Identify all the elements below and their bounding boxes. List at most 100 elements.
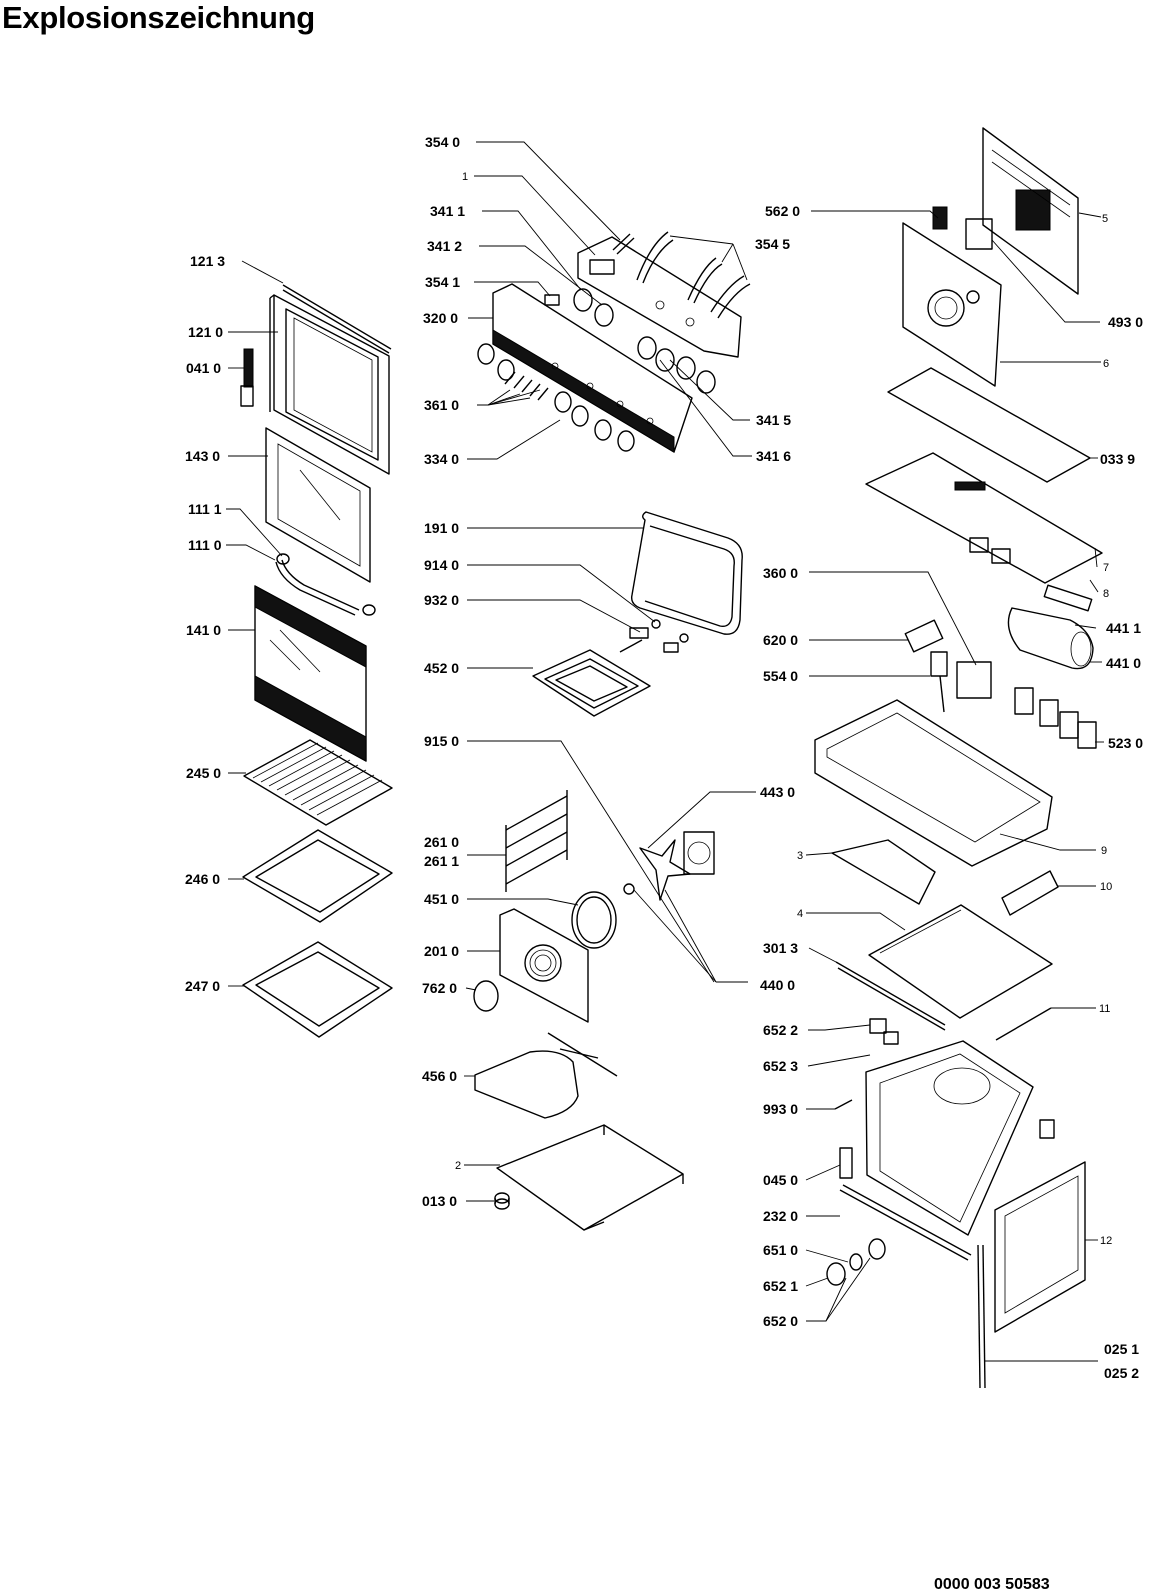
- side-panel: [994, 1161, 1086, 1333]
- callout-201-0: 201 0: [424, 943, 459, 959]
- callout-562-0: 562 0: [765, 203, 800, 219]
- callout-4: 4: [797, 908, 803, 920]
- knob-seal-rings: [573, 288, 716, 394]
- callout-341-1: 341 1: [430, 203, 465, 219]
- callout-341-2: 341 2: [427, 238, 462, 254]
- control-housing: [814, 699, 1053, 867]
- callout-652-1: 652 1: [763, 1278, 798, 1294]
- callout-652-2: 652 2: [763, 1022, 798, 1038]
- control-panel-board: [577, 236, 742, 358]
- callout-493-0: 493 0: [1108, 314, 1143, 330]
- callout-360-0: 360 0: [763, 565, 798, 581]
- lower-element: [474, 1032, 618, 1119]
- control-knobs: [477, 343, 635, 452]
- element-clips: [629, 619, 689, 653]
- callout-301-3: 301 3: [763, 940, 798, 956]
- callout-523-0: 523 0: [1108, 735, 1143, 751]
- callout-025-1: 025 1: [1104, 1341, 1139, 1357]
- callout-440-0: 440 0: [760, 977, 795, 993]
- callout-651-0: 651 0: [763, 1242, 798, 1258]
- mains-terminal: [965, 218, 993, 250]
- cooling-fan: [1007, 607, 1094, 670]
- screw: [834, 1099, 853, 1110]
- door-handle: [275, 553, 376, 616]
- callout-141-0: 141 0: [186, 622, 221, 638]
- lamp-cover: [826, 1262, 846, 1286]
- callout-334-0: 334 0: [424, 451, 459, 467]
- door-trim-strip: [282, 284, 392, 354]
- callout-121-0: 121 0: [188, 324, 223, 340]
- callout-261-0: 261 0: [424, 834, 459, 850]
- callout-341-5: 341 5: [756, 412, 791, 428]
- fan-cover: [499, 908, 589, 1023]
- oven-rack: [243, 739, 393, 826]
- insulation-mat: [887, 367, 1091, 483]
- bottom-plate: [496, 1124, 684, 1231]
- document-number: 0000 003 50583: [934, 1576, 1050, 1593]
- side-rail: [835, 961, 946, 1031]
- control-pin: [612, 233, 635, 255]
- lamp-holder: [869, 1018, 899, 1045]
- side-vent: [831, 839, 936, 905]
- callout-11: 11: [1099, 1003, 1110, 1015]
- door-seal: [630, 511, 743, 635]
- rear-cover-panel: [982, 127, 1079, 295]
- callout-3: 3: [797, 850, 803, 862]
- outer-door-frame: [269, 294, 390, 475]
- callout-441-0: 441 0: [1106, 655, 1141, 671]
- callout-354-1: 354 1: [425, 274, 460, 290]
- callout-247-0: 247 0: [185, 978, 220, 994]
- callout-2: 2: [455, 1160, 461, 1172]
- callout-341-6: 341 6: [756, 448, 791, 464]
- callout-620-0: 620 0: [763, 632, 798, 648]
- callout-456-0: 456 0: [422, 1068, 457, 1084]
- callout-041-0: 041 0: [186, 360, 221, 376]
- baking-tray: [242, 829, 393, 923]
- callout-443-0: 443 0: [760, 784, 795, 800]
- callout-9: 9: [1101, 845, 1107, 857]
- callout-143-0: 143 0: [185, 448, 220, 464]
- thermostat-block: [956, 661, 992, 699]
- clip: [839, 1147, 853, 1179]
- foot: [494, 1192, 510, 1210]
- callout-191-0: 191 0: [424, 520, 459, 536]
- callout-915-0: 915 0: [424, 733, 459, 749]
- callout-762-0: 762 0: [422, 980, 457, 996]
- bar: [995, 1007, 1052, 1041]
- callout-7: 7: [1103, 562, 1109, 574]
- callout-013-0: 013 0: [422, 1193, 457, 1209]
- callout-6: 6: [1103, 358, 1109, 370]
- small-bracket: [932, 206, 948, 230]
- callout-452-0: 452 0: [424, 660, 459, 676]
- lamp-bulb: [849, 1253, 863, 1271]
- callout-121-3: 121 3: [190, 253, 225, 269]
- door-hinge: [240, 348, 254, 407]
- callout-652-0: 652 0: [763, 1313, 798, 1329]
- lamp-glass: [868, 1238, 886, 1260]
- callout-labels: 354 0 1 341 1 341 2 354 1 320 0 361 0 33…: [185, 134, 1143, 1381]
- rear-wall: [902, 222, 1002, 387]
- side-trim: [977, 1244, 986, 1389]
- callout-246-0: 246 0: [185, 871, 220, 887]
- bottom-panel: [868, 904, 1053, 1019]
- callout-354-0: 354 0: [425, 134, 460, 150]
- callout-12: 12: [1100, 1235, 1112, 1247]
- inner-door-glass: [265, 427, 371, 583]
- wiring-harness: [636, 231, 751, 319]
- callout-leaders: [226, 141, 1104, 1362]
- knob-shafts: [504, 371, 549, 401]
- fan-motor: [683, 831, 715, 875]
- callout-045-0: 045 0: [763, 1172, 798, 1188]
- switch-bank: [1014, 687, 1097, 749]
- callout-111-1: 111 1: [188, 501, 222, 517]
- callout-232-0: 232 0: [763, 1208, 798, 1224]
- fan-blade: [639, 839, 691, 901]
- callout-033-9: 033 9: [1100, 451, 1135, 467]
- callout-8: 8: [1103, 588, 1109, 600]
- relay: [904, 619, 944, 653]
- circular-heating-element: [571, 891, 617, 949]
- callout-10: 10: [1100, 881, 1112, 893]
- cooling-fan-bracket: [1043, 584, 1093, 612]
- callout-320-0: 320 0: [423, 310, 458, 326]
